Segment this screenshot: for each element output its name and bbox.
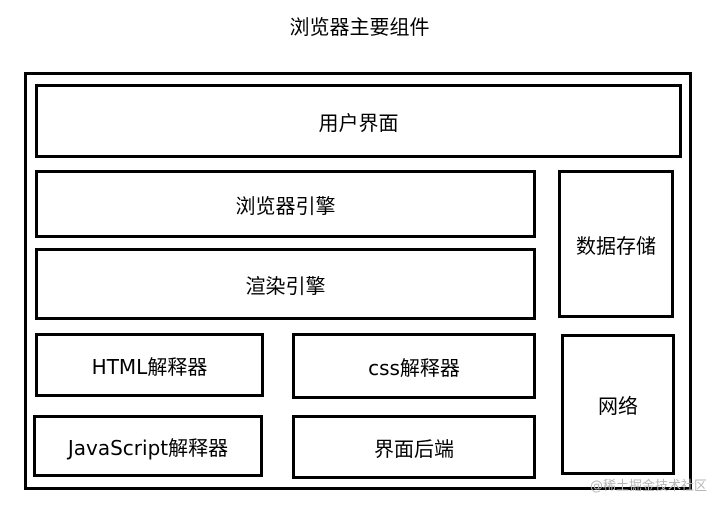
data-storage-box: 数据存储: [558, 170, 674, 318]
rendering-engine-box: 渲染引擎: [35, 248, 536, 320]
browser-engine-box: 浏览器引擎: [35, 170, 536, 238]
user-interface-label: 用户界面: [318, 110, 399, 135]
css-parser-label: css解释器: [368, 355, 460, 380]
network-label: 网络: [598, 394, 638, 418]
javascript-parser-box: JavaScript解释器: [33, 415, 263, 477]
javascript-parser-label: JavaScript解释器: [67, 435, 229, 460]
network-box: 网络: [561, 334, 675, 475]
css-parser-box: css解释器: [292, 333, 536, 399]
browser-components-frame: [24, 72, 692, 490]
source-watermark: @稀土掘金技术社区: [589, 479, 707, 494]
data-storage-label: 数据存储: [576, 233, 656, 258]
ui-backend-box: 界面后端: [292, 415, 536, 479]
html-parser-box: HTML解释器: [35, 333, 264, 397]
diagram-title: 浏览器主要组件: [289, 15, 430, 39]
rendering-engine-label: 渲染引擎: [245, 273, 326, 298]
html-parser-label: HTML解释器: [91, 354, 208, 379]
browser-engine-label: 浏览器引擎: [235, 193, 336, 218]
user-interface-box: 用户界面: [35, 84, 682, 158]
ui-backend-label: 界面后端: [374, 436, 454, 461]
